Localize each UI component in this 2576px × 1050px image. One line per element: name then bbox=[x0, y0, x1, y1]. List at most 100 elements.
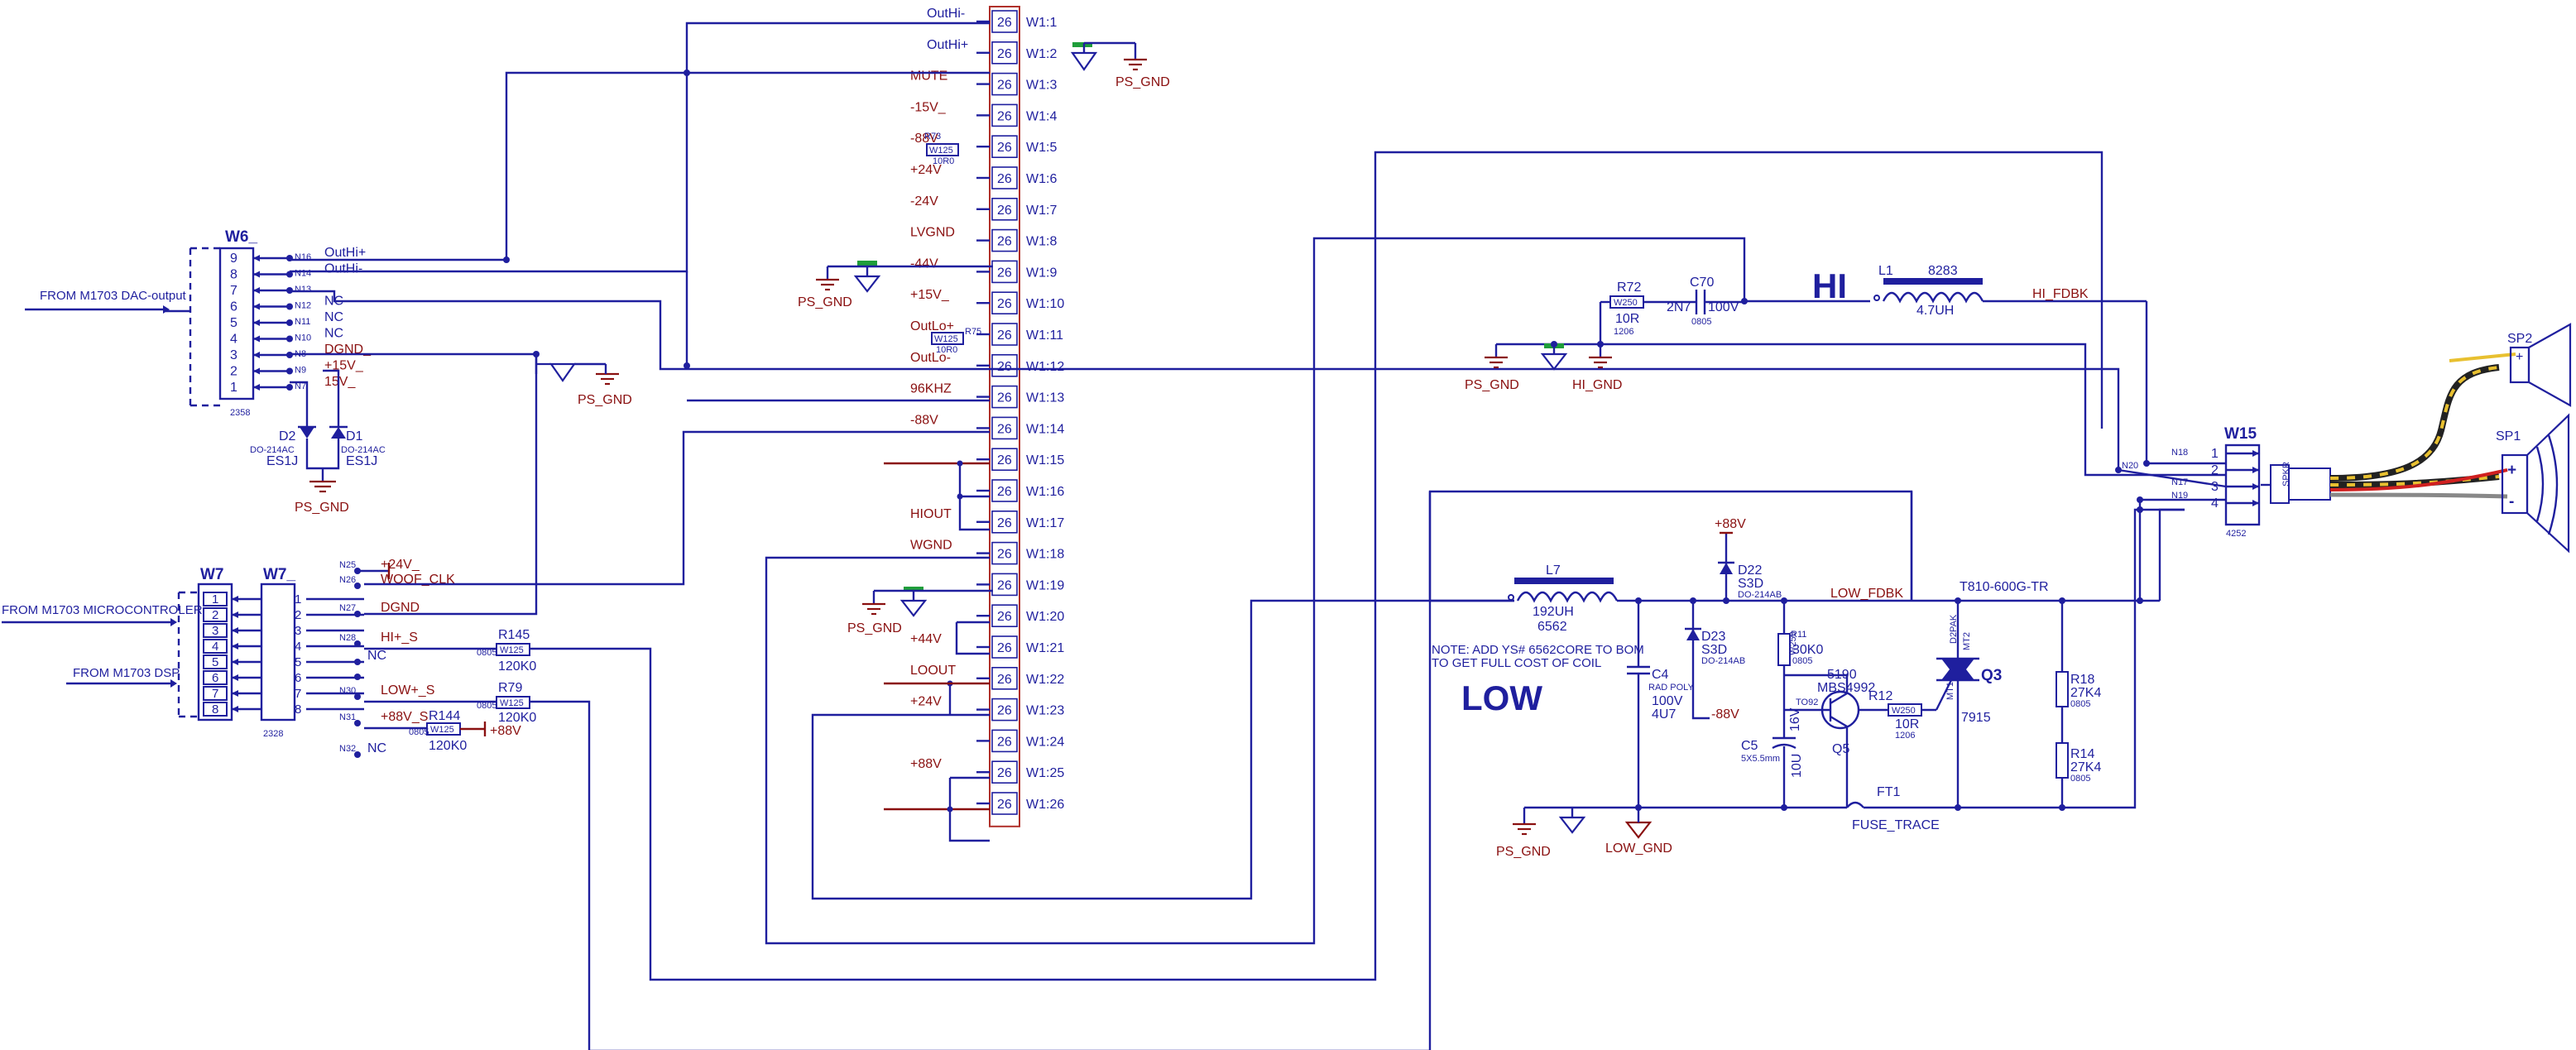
svg-text:N12: N12 bbox=[295, 301, 311, 311]
svg-text:PS_GND: PS_GND bbox=[847, 621, 902, 635]
svg-text:N7: N7 bbox=[295, 381, 306, 391]
diode-d1: D1 DO-214AC ES1J bbox=[329, 425, 386, 468]
w7-source-mcu: FROM M1703 MICROCONTROLER bbox=[2, 603, 203, 617]
svg-text:S3D: S3D bbox=[1738, 577, 1763, 591]
header-pin-id: W1:12 bbox=[1026, 360, 1064, 374]
svg-text:0805: 0805 bbox=[2070, 774, 2090, 784]
svg-text:N25: N25 bbox=[339, 560, 356, 570]
svg-text:ES1J: ES1J bbox=[266, 454, 298, 468]
header-pin-label: 26 bbox=[997, 328, 1012, 343]
svg-text:N30: N30 bbox=[339, 686, 356, 696]
svg-text:N27: N27 bbox=[339, 603, 356, 613]
svg-text:OutHi+: OutHi+ bbox=[324, 246, 366, 260]
svg-text:5: 5 bbox=[212, 655, 218, 669]
resistor-r145: W125 R145 120K0 0805 bbox=[477, 628, 536, 674]
svg-text:N26: N26 bbox=[339, 575, 356, 585]
header-pin-label: 26 bbox=[997, 109, 1012, 123]
svg-text:7: 7 bbox=[212, 687, 218, 701]
w7-net: N30 LOW+_S bbox=[339, 683, 434, 700]
svg-text:R18: R18 bbox=[2070, 673, 2094, 687]
svg-text:3: 3 bbox=[295, 624, 301, 638]
header-pin-id: W1:22 bbox=[1026, 673, 1064, 687]
lvgnd-gnd-symbol: PS_GND bbox=[798, 261, 993, 309]
svg-text:R145: R145 bbox=[498, 628, 530, 642]
svg-text:-88V: -88V bbox=[1711, 707, 1739, 722]
r75: W125 R75 10R0 bbox=[931, 327, 981, 355]
svg-text:2N7: 2N7 bbox=[1667, 300, 1691, 314]
svg-text:2: 2 bbox=[230, 365, 237, 379]
header-net-label: -24V bbox=[910, 194, 938, 209]
header-pin-id: W1:5 bbox=[1026, 141, 1057, 155]
svg-text:+88V: +88V bbox=[1715, 517, 1746, 531]
header-net-label: OutHi+ bbox=[927, 38, 968, 52]
svg-text:6: 6 bbox=[230, 300, 237, 314]
svg-text:9: 9 bbox=[230, 252, 237, 266]
header-pin-label: 26 bbox=[997, 172, 1012, 186]
header-pin-label: 26 bbox=[997, 704, 1012, 718]
svg-text:N32: N32 bbox=[339, 744, 356, 754]
svg-text:LOW_FDBK: LOW_FDBK bbox=[1830, 587, 1903, 601]
svg-text:W125: W125 bbox=[500, 698, 524, 708]
svg-text:4: 4 bbox=[295, 640, 301, 654]
svg-text:10R: 10R bbox=[1615, 312, 1639, 326]
svg-text:4: 4 bbox=[230, 333, 237, 347]
svg-text:NC: NC bbox=[324, 327, 343, 341]
header-pin-label: 26 bbox=[997, 16, 1012, 30]
header-pin-id: W1:14 bbox=[1026, 422, 1064, 436]
low-title: LOW bbox=[1461, 678, 1542, 717]
svg-text:3: 3 bbox=[212, 624, 218, 638]
r73: W125 R73 10R0 bbox=[924, 132, 959, 166]
header-net-label: -88V bbox=[910, 132, 938, 146]
header-pin-label: 26 bbox=[997, 79, 1012, 93]
header-net-label: MUTE bbox=[910, 70, 947, 84]
header-pin-id: W1:17 bbox=[1026, 516, 1064, 530]
resistor-r144: W125 R144 120K0 0805 bbox=[409, 709, 467, 753]
svg-text:LOW+_S: LOW+_S bbox=[381, 683, 434, 698]
svg-text:7915: 7915 bbox=[1961, 711, 1991, 725]
hi-title: HI bbox=[1812, 266, 1847, 305]
svg-text:TO92: TO92 bbox=[1796, 698, 1818, 707]
svg-text:1206: 1206 bbox=[1614, 327, 1633, 337]
svg-text:DO-214AB: DO-214AB bbox=[1701, 656, 1745, 666]
header-pin-id: W1:13 bbox=[1026, 391, 1064, 405]
header-pin-label: 26 bbox=[997, 641, 1012, 655]
header-pin-label: 26 bbox=[997, 673, 1012, 687]
connector-w7: W7 W7_ FROM M1703 MICROCONTROLER FROM M1… bbox=[2, 558, 536, 758]
svg-text:1: 1 bbox=[230, 381, 237, 395]
svg-text:16V: 16V bbox=[1788, 707, 1802, 731]
header-pin-label: 26 bbox=[997, 235, 1012, 249]
header-net-label: -88V bbox=[910, 413, 938, 427]
svg-text:4U7: 4U7 bbox=[1652, 707, 1676, 722]
svg-text:100V: 100V bbox=[1708, 300, 1739, 314]
svg-text:8: 8 bbox=[230, 268, 237, 282]
svg-text:D2PAK: D2PAK bbox=[1949, 614, 1959, 644]
header-net-label: -44V bbox=[910, 257, 938, 271]
svg-text:MT2: MT2 bbox=[1962, 632, 1972, 650]
svg-text:PS_GND: PS_GND bbox=[578, 393, 632, 407]
svg-text:W125: W125 bbox=[934, 334, 958, 344]
svg-text:N14: N14 bbox=[295, 269, 311, 279]
w15-name: W15 bbox=[2224, 425, 2257, 443]
svg-text:NC: NC bbox=[367, 741, 386, 755]
svg-text:N20: N20 bbox=[2122, 461, 2138, 471]
header-pin-id: W1:6 bbox=[1026, 172, 1057, 186]
svg-text:100V: 100V bbox=[1652, 694, 1683, 708]
